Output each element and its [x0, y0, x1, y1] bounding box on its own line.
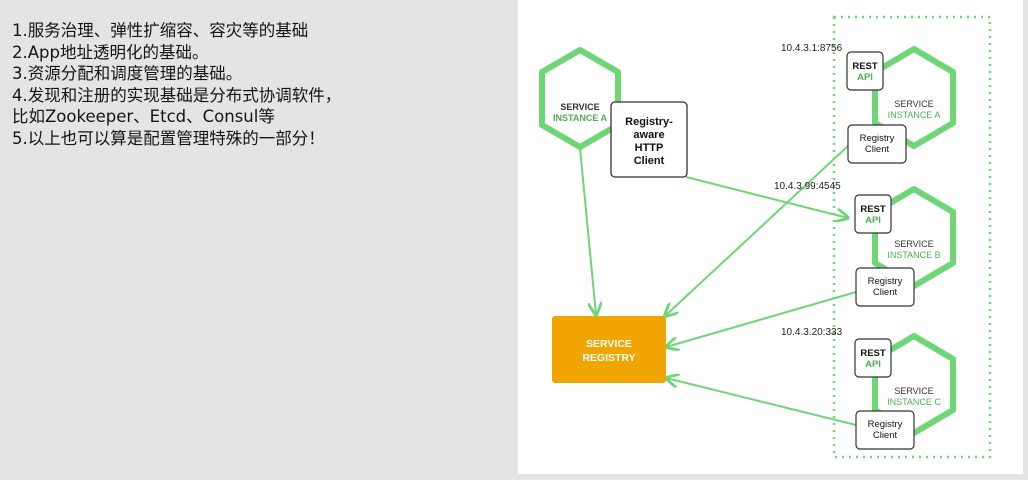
registry-client-label: Registry: [868, 276, 903, 287]
http-client-line: HTTP: [635, 142, 664, 154]
http-client-line: Client: [634, 155, 665, 167]
registry-client-box: [855, 410, 915, 450]
arrow-clientA-to-registry: [665, 145, 849, 316]
registry-sublabel: REGISTRY: [582, 352, 635, 364]
instances-cluster-border: [832, 15, 992, 459]
instance-sublabel: INSTANCE A: [888, 110, 941, 120]
registry-label: SERVICE: [586, 338, 632, 350]
registry-client-label: Registry: [860, 133, 895, 144]
note-item: 2.App地址透明化的基础。: [12, 42, 209, 62]
rest-label: REST: [852, 61, 878, 72]
http-client-line: aware: [633, 129, 664, 141]
instance-label: SERVICE: [894, 239, 933, 249]
note-item: 4.发现和注册的实现基础是分布式协调软件，: [12, 85, 342, 105]
arrow-clientB-to-registry: [666, 291, 857, 347]
registry-client-box: [847, 124, 907, 164]
note-item: 3.资源分配和调度管理的基础。: [12, 64, 243, 83]
service-a-sublabel: INSTANCE A: [553, 113, 608, 123]
note-item: 1.服务治理、弹性扩缩容、容灾等的基础: [12, 21, 309, 40]
instance-address: 10.4.3.20:333: [781, 327, 843, 338]
service-a-node: SERVICE INSTANCE A: [539, 47, 621, 150]
registry-client-label: Client: [873, 287, 898, 298]
instance-address: 10.4.3.99:4545: [774, 181, 841, 192]
rest-api-box: [854, 194, 892, 234]
instance-label: SERVICE: [894, 386, 933, 396]
instance-sublabel: INSTANCE B: [887, 250, 940, 260]
api-label: API: [865, 359, 881, 370]
service-instance-a: 10.4.3.1:8756 SERVICE INSTANCE A REST AP…: [781, 43, 956, 164]
arrow-clientC-to-registry: [666, 378, 857, 426]
service-a-label: SERVICE: [560, 102, 599, 112]
registry-client-label: Client: [865, 144, 890, 155]
instance-sublabel: INSTANCE C: [887, 397, 941, 407]
rest-api-box: [846, 51, 884, 91]
service-discovery-diagram: SERVICE INSTANCE A Registry- aware HTTP …: [518, 0, 1023, 474]
arrow-serviceA-to-registry: [579, 147, 596, 315]
rest-label: REST: [860, 204, 886, 215]
registry-client-label: Client: [873, 430, 898, 441]
service-instance-b: 10.4.3.99:4545 SERVICE INSTANCE B REST A…: [774, 181, 956, 307]
api-label: API: [865, 215, 881, 226]
diagram-canvas: SERVICE INSTANCE A Registry- aware HTTP …: [539, 15, 992, 459]
instance-address: 10.4.3.1:8756: [781, 43, 843, 54]
api-label: API: [857, 72, 873, 83]
notes-list: 1.服务治理、弹性扩缩容、容灾等的基础 2.App地址透明化的基础。 3.资源分…: [12, 20, 507, 149]
service-registry-node: SERVICE REGISTRY: [552, 316, 666, 383]
note-item: 5.以上也可以算是配置管理特殊的一部分！: [12, 128, 325, 148]
service-instance-c: 10.4.3.20:333 SERVICE INSTANCE C REST AP…: [781, 327, 956, 450]
registry-client-label: Registry: [868, 419, 903, 430]
rest-label: REST: [860, 348, 886, 359]
rest-api-box: [854, 338, 892, 378]
note-item: 比如Zookeeper、Etcd、Consul等: [12, 107, 275, 126]
registry-client-box: [855, 267, 915, 307]
arrow-httpclient-to-instanceB: [685, 176, 848, 218]
hexagon-icon: [539, 47, 621, 150]
instance-label: SERVICE: [894, 99, 933, 109]
http-client-line: Registry-: [625, 116, 673, 128]
http-client-box: Registry- aware HTTP Client: [610, 101, 688, 178]
